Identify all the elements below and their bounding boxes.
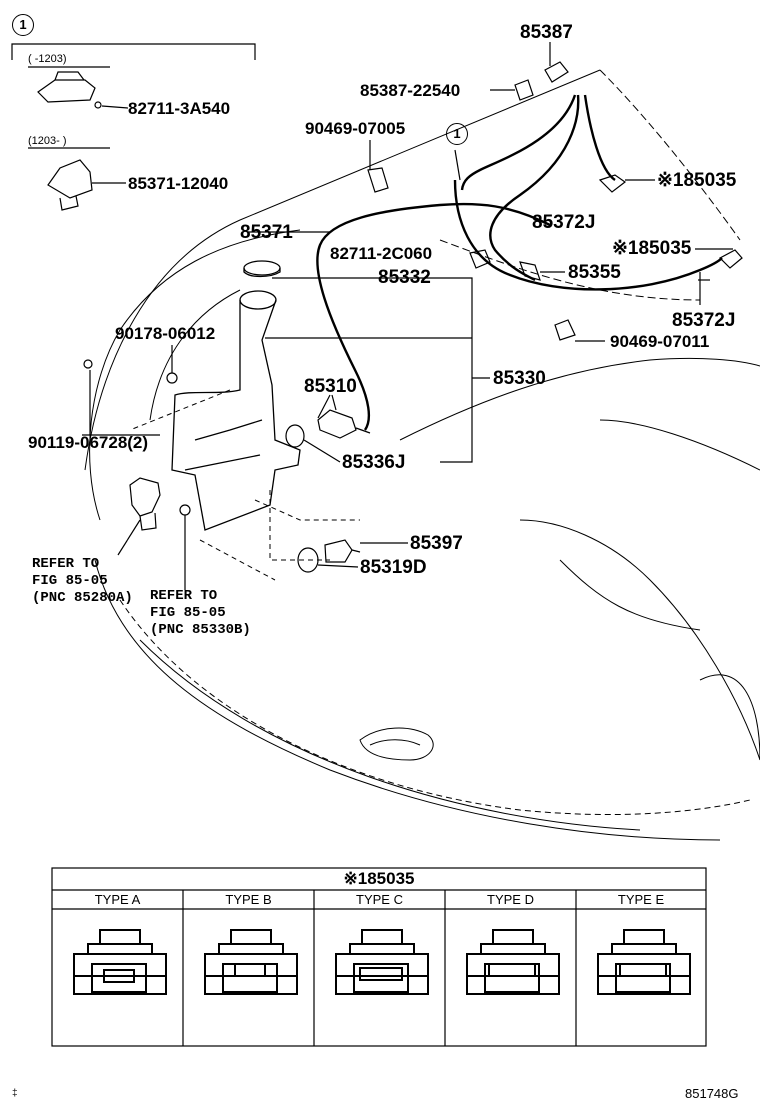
clip-85387 — [544, 61, 569, 83]
grommet-85336j — [285, 424, 305, 448]
part-85371[interactable]: 85371 — [240, 222, 293, 243]
clip-90469-07011 — [554, 319, 576, 341]
motor-85397 — [324, 539, 353, 563]
washer-pump — [317, 394, 371, 439]
part-85332[interactable]: 85332 — [378, 267, 431, 288]
part-85319d[interactable]: 85319D — [360, 557, 427, 578]
part-85372j-b[interactable]: 85372J — [672, 310, 736, 331]
washer-tank — [171, 260, 301, 531]
part-85035-a[interactable]: ※185035 — [657, 170, 737, 191]
figure-code: 851748G — [685, 1086, 739, 1101]
part-85387[interactable]: 85387 — [520, 22, 573, 43]
part-82711-3a540[interactable]: 82711-3A540 — [128, 99, 231, 118]
bolt-90119 — [83, 359, 93, 369]
refer-fig-85-05-a[interactable]: REFER TO FIG 85-05 (PNC 85280A) — [32, 556, 133, 606]
car-body-outline — [84, 69, 760, 841]
connector-type-table — [51, 867, 707, 1047]
part-85371-12040[interactable]: 85371-12040 — [128, 174, 229, 193]
part-85397[interactable]: 85397 — [410, 533, 463, 554]
table-header-type-e: TYPE E — [617, 892, 665, 907]
inset-range-b: (1203- ) — [28, 135, 67, 147]
nut-90178-06012 — [166, 372, 178, 384]
connector-85355 — [519, 261, 541, 281]
part-85372j-a[interactable]: 85372J — [532, 212, 596, 233]
connector-type-drawings — [73, 929, 691, 995]
table-header-type-b: TYPE B — [225, 892, 272, 907]
part-85035-b[interactable]: ※185035 — [612, 238, 692, 259]
footer-mark: ‡ — [12, 1088, 18, 1099]
part-85336j[interactable]: 85336J — [342, 452, 406, 473]
part-90469-07005[interactable]: 90469-07005 — [305, 119, 406, 138]
part-90469-07011[interactable]: 90469-07011 — [610, 332, 710, 351]
clip-90469-07005 — [367, 167, 389, 193]
part-90119-06728[interactable]: 90119-06728(2) — [28, 433, 149, 452]
inset-nozzle-a — [37, 71, 129, 109]
part-85387-22540[interactable]: 85387-22540 — [360, 81, 461, 100]
inset-marker: 1 — [12, 14, 34, 36]
clip-85387-22540 — [514, 79, 534, 101]
table-title: ※185035 — [343, 869, 415, 888]
inset-nozzle-b — [47, 159, 126, 211]
washer-hoses — [316, 94, 723, 431]
refer-fig-85-05-b[interactable]: REFER TO FIG 85-05 (PNC 85330B) — [150, 588, 251, 638]
part-85355[interactable]: 85355 — [568, 262, 621, 283]
nozzle-85035-b — [719, 249, 743, 269]
inset-bracket — [11, 43, 256, 60]
part-90178-06012[interactable]: 90178-06012 — [115, 324, 216, 343]
part-85330[interactable]: 85330 — [493, 368, 546, 389]
table-header-type-a: TYPE A — [94, 892, 141, 907]
part-82711-2c060[interactable]: 82711-2C060 — [330, 244, 433, 263]
table-header-type-d: TYPE D — [487, 892, 534, 907]
part-85310[interactable]: 85310 — [304, 376, 357, 397]
callout-marker: 1 — [446, 123, 468, 145]
nozzle-85035-a — [598, 174, 627, 193]
inset-range-a: ( -1203) — [28, 53, 67, 65]
table-header-type-c: TYPE C — [356, 892, 403, 907]
clamp-82711-2c060 — [469, 249, 491, 269]
